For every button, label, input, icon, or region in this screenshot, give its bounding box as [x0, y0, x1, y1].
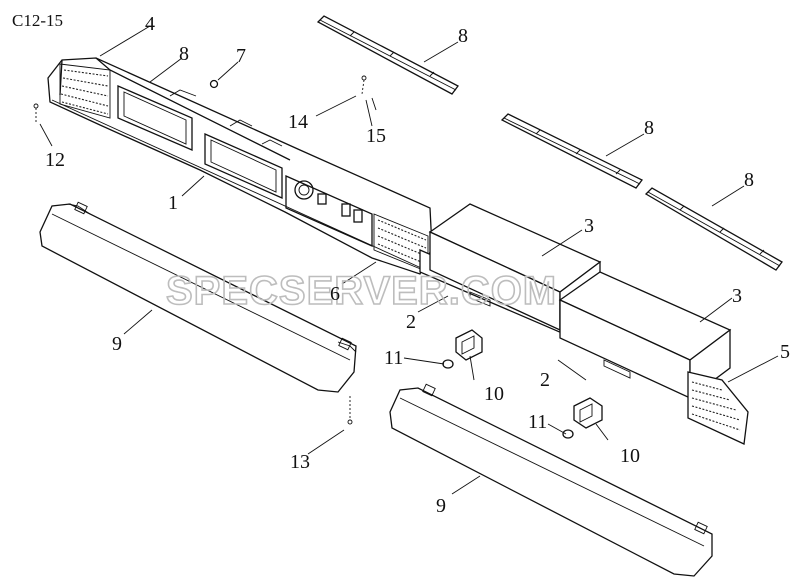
screws-14-15 — [361, 75, 377, 111]
callout-10-lower: 10 — [620, 445, 640, 467]
sun-visor-left — [39, 201, 357, 393]
callout-8-top: 8 — [458, 25, 468, 47]
trim-strip-mid — [500, 113, 643, 189]
callout-8-right: 8 — [744, 169, 754, 191]
callout-2-right: 2 — [540, 369, 550, 391]
callout-11-upper: 11 — [384, 347, 403, 369]
washer-upper — [442, 359, 454, 369]
callout-3-right: 3 — [732, 285, 742, 307]
fastener-7 — [209, 79, 219, 89]
callout-10-upper: 10 — [484, 383, 504, 405]
screw-12 — [33, 103, 39, 122]
callout-3-left: 3 — [584, 215, 594, 237]
callout-15: 15 — [366, 125, 386, 147]
leader-lines — [39, 25, 779, 495]
clip-upper — [455, 329, 483, 361]
callout-8-mid: 8 — [644, 117, 654, 139]
callout-6: 6 — [330, 283, 340, 305]
callout-2-left: 2 — [406, 311, 416, 333]
callout-11-lower: 11 — [528, 411, 547, 433]
trim-strip-top — [316, 15, 459, 95]
callout-1: 1 — [168, 192, 178, 214]
callout-9-left: 9 — [112, 333, 122, 355]
diagram-code: C12-15 — [12, 11, 63, 30]
trim-strip-right — [644, 187, 783, 271]
callout-9-right: 9 — [436, 495, 446, 517]
clip-lower — [573, 397, 603, 429]
right-end-grille — [687, 371, 749, 445]
washer-lower — [562, 429, 574, 439]
callout-14: 14 — [288, 111, 308, 133]
screw-13 — [347, 396, 353, 425]
callout-5: 5 — [780, 341, 790, 363]
callout-4: 4 — [145, 13, 155, 35]
box-cover-right — [558, 271, 732, 400]
callout-7: 7 — [236, 45, 246, 67]
callout-12: 12 — [45, 149, 65, 171]
watermark-text: SPECSERVER.COM — [166, 269, 557, 313]
callout-13: 13 — [290, 451, 310, 473]
callout-8-dash: 8 — [179, 43, 189, 65]
sun-visor-right — [389, 383, 713, 577]
